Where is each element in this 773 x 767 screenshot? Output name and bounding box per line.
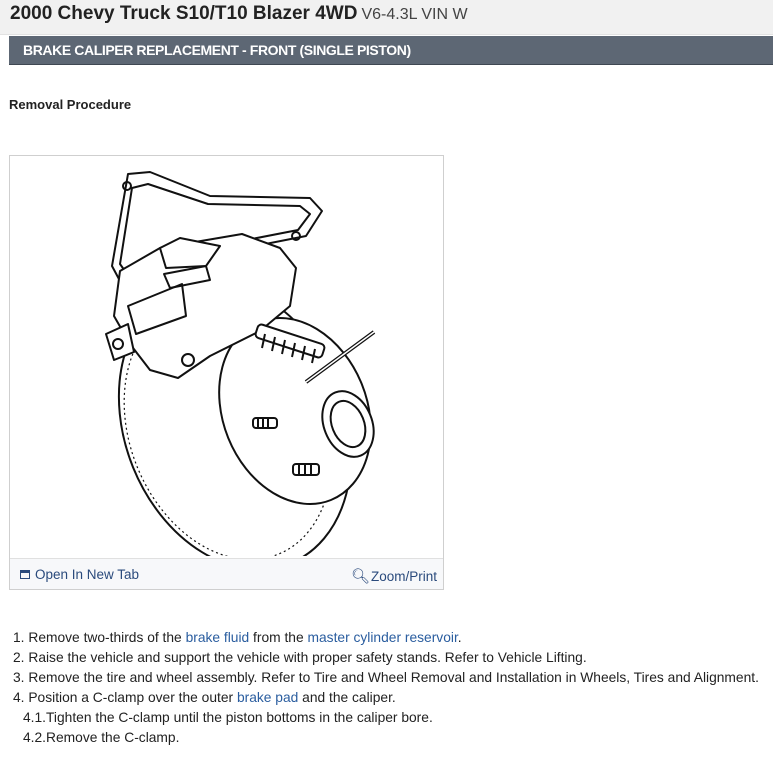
step-number: 3. [13, 670, 25, 685]
figure-footer: Open In New Tab 🔍︎Zoom/Print [10, 558, 443, 589]
step-text: Remove two-thirds of the [28, 630, 186, 645]
procedure-steps: 1. Remove two-thirds of the brake fluid … [13, 628, 773, 748]
section-title: BRAKE CALIPER REPLACEMENT - FRONT (SINGL… [23, 42, 411, 58]
caliper-diagram[interactable] [10, 156, 443, 556]
master-cylinder-reservoir-link[interactable]: master cylinder reservoir [307, 630, 458, 645]
step-number: 4. [13, 690, 25, 705]
procedure-subtitle: Removal Procedure [9, 97, 132, 112]
brake-fluid-link[interactable]: brake fluid [185, 630, 250, 645]
zoom-print-link[interactable]: 🔍︎Zoom/Print [351, 567, 437, 585]
figure-panel: Open In New Tab 🔍︎Zoom/Print [9, 155, 444, 590]
step-4: 4. Position a C-clamp over the outer bra… [13, 688, 773, 708]
section-header: BRAKE CALIPER REPLACEMENT - FRONT (SINGL… [9, 36, 773, 65]
step-text: Position a C-clamp over the outer [28, 690, 237, 705]
step-text: Raise the vehicle and support the vehicl… [28, 650, 587, 665]
step-text: Tighten the C-clamp until the piston bot… [46, 710, 433, 725]
step-text: Remove the C-clamp. [46, 730, 180, 745]
step-4-1: 4.1.Tighten the C-clamp until the piston… [13, 708, 773, 728]
step-number: 4.2. [23, 730, 47, 745]
open-in-new-tab-link[interactable]: Open In New Tab [20, 567, 139, 582]
step-text: . [457, 630, 462, 645]
new-tab-icon [20, 570, 30, 579]
vehicle-name: 2000 Chevy Truck S10/T10 Blazer 4WD [10, 3, 358, 24]
step-number: 1. [13, 630, 25, 645]
step-text: Remove the tire and wheel assembly. Refe… [28, 670, 759, 685]
step-1: 1. Remove two-thirds of the brake fluid … [13, 628, 773, 648]
step-number: 4.1. [23, 710, 47, 725]
step-2: 2. Raise the vehicle and support the veh… [13, 648, 773, 668]
magnifier-icon: 🔍︎ [350, 568, 370, 585]
brake-pad-link[interactable]: brake pad [236, 690, 299, 705]
engine-spec: V6-4.3L VIN W [361, 6, 468, 23]
step-3: 3. Remove the tire and wheel assembly. R… [13, 668, 773, 688]
step-text: and the caliper. [298, 690, 396, 705]
step-number: 2. [13, 650, 25, 665]
step-4-2: 4.2.Remove the C-clamp. [13, 728, 773, 748]
open-in-new-tab-label: Open In New Tab [35, 567, 140, 582]
step-text: from the [249, 630, 308, 645]
zoom-print-label: Zoom/Print [370, 569, 437, 584]
